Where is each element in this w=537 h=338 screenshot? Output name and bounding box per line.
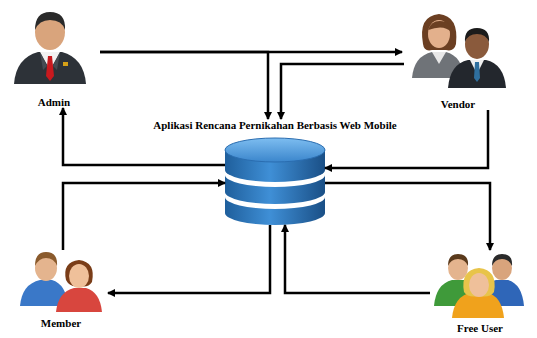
arrow-connector — [108, 225, 270, 293]
admin-icon — [14, 12, 86, 84]
vendor-icon — [412, 14, 506, 88]
actor-node: Member — [14, 250, 108, 329]
arrow-connector — [325, 110, 488, 168]
arrow-connector — [285, 225, 430, 293]
actor-node: Admin — [8, 4, 100, 108]
node-label: Free User — [430, 322, 530, 334]
actor-node: Free User — [430, 250, 530, 334]
node-label: Vendor — [404, 98, 512, 110]
node-label: Member — [14, 317, 108, 329]
node-label: Admin — [8, 96, 100, 108]
arrow-connector — [325, 183, 490, 250]
node-label: Aplikasi Rencana Pernikahan Berbasis Web… — [125, 119, 425, 131]
database-cylinder — [225, 138, 325, 225]
free-user-icon — [434, 254, 524, 318]
arrow-connector — [63, 183, 225, 250]
member-icon — [20, 252, 102, 312]
arrow-connector — [281, 64, 404, 119]
arrow-connector — [63, 108, 225, 165]
actor-node: Vendor — [404, 6, 512, 110]
database-node: Aplikasi Rencana Pernikahan Berbasis Web… — [125, 119, 425, 219]
arrow-connector — [100, 52, 268, 119]
